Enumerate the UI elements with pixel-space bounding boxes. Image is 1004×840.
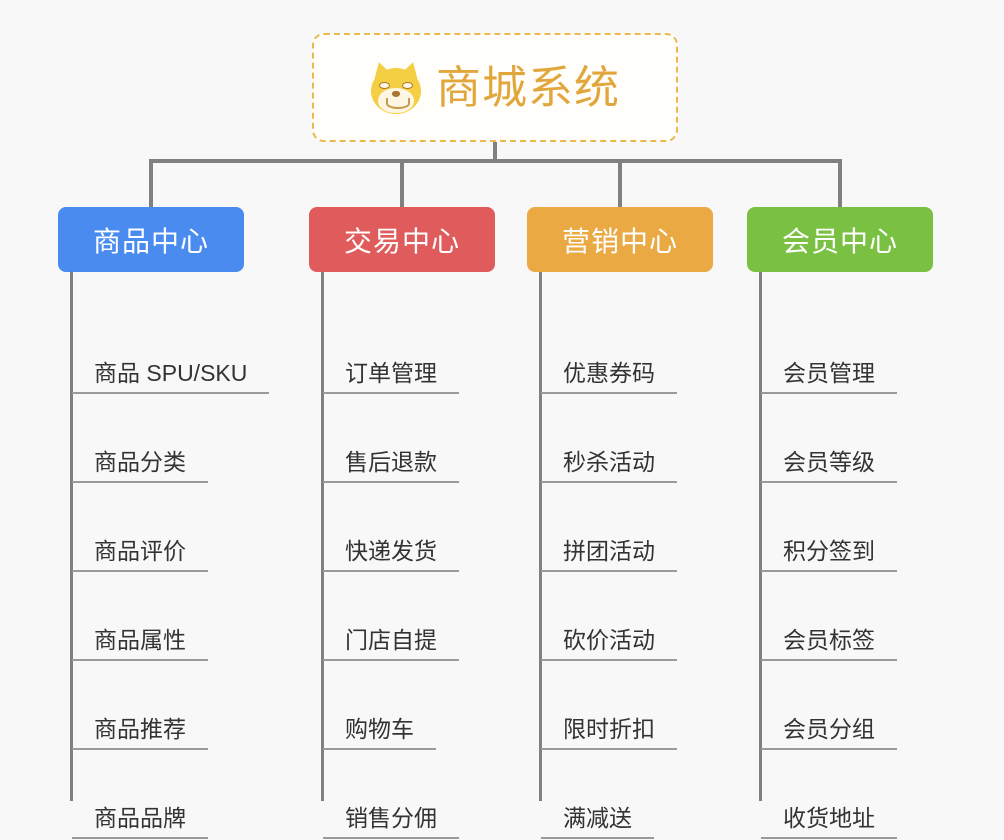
leaf-label: 会员标签 xyxy=(761,627,897,661)
branch-title-3: 营销中心 xyxy=(561,225,678,257)
branch-header-3[interactable]: 营销中心 xyxy=(527,207,713,272)
leaf-item[interactable]: 商品推荐 xyxy=(72,661,244,750)
leaf-label: 拼团活动 xyxy=(541,538,677,572)
leaf-item[interactable]: 会员管理 xyxy=(761,305,933,394)
leaf-label: 限时折扣 xyxy=(541,716,677,750)
leaf-label: 销售分佣 xyxy=(323,805,459,839)
leaf-label: 快递发货 xyxy=(323,538,459,572)
leaf-item[interactable]: 秒杀活动 xyxy=(541,394,713,483)
leaf-label: 会员管理 xyxy=(761,360,897,394)
leaf-label: 订单管理 xyxy=(323,360,459,394)
branch-items-1: 商品 SPU/SKU 商品分类 商品评价 商品属性 商品推荐 商品品牌 xyxy=(58,305,270,839)
leaf-label: 购物车 xyxy=(323,716,436,750)
leaf-label: 商品 SPU/SKU xyxy=(72,360,270,394)
branch-column-1: 商品中心 商品 SPU/SKU 商品分类 商品评价 商品属性 商品推荐 商品品牌 xyxy=(58,207,270,839)
leaf-item[interactable]: 限时折扣 xyxy=(541,661,713,750)
leaf-label: 商品评价 xyxy=(72,538,208,572)
leaf-label: 门店自提 xyxy=(323,627,459,661)
leaf-item[interactable]: 商品 SPU/SKU xyxy=(72,305,270,394)
leaf-item[interactable]: 商品评价 xyxy=(72,483,244,572)
branch-header-2[interactable]: 交易中心 xyxy=(309,207,495,272)
connector-drop-4 xyxy=(838,159,842,209)
leaf-label: 会员等级 xyxy=(761,449,897,483)
branch-title-1: 商品中心 xyxy=(92,225,209,257)
leaf-item[interactable]: 商品分类 xyxy=(72,394,244,483)
leaf-label: 商品推荐 xyxy=(72,716,208,750)
leaf-item[interactable]: 销售分佣 xyxy=(323,750,495,839)
leaf-item[interactable]: 会员分组 xyxy=(761,661,933,750)
connector-drop-2 xyxy=(400,159,404,209)
leaf-item[interactable]: 商品属性 xyxy=(72,572,244,661)
connector-root-stem xyxy=(493,142,497,163)
branch-items-3: 优惠券码 秒杀活动 拼团活动 砍价活动 限时折扣 满减送 xyxy=(527,305,713,839)
connector-horizontal-bus xyxy=(150,159,842,163)
branch-stem-2 xyxy=(321,272,324,801)
leaf-item[interactable]: 收货地址 xyxy=(761,750,933,839)
leaf-label: 商品品牌 xyxy=(72,805,208,839)
branch-column-4: 会员中心 会员管理 会员等级 积分签到 会员标签 会员分组 收货地址 xyxy=(747,207,933,839)
leaf-item[interactable]: 拼团活动 xyxy=(541,483,713,572)
leaf-item[interactable]: 满减送 xyxy=(541,750,713,839)
leaf-label: 秒杀活动 xyxy=(541,449,677,483)
leaf-label: 积分签到 xyxy=(761,538,897,572)
leaf-item[interactable]: 快递发货 xyxy=(323,483,495,572)
root-title: 商城系统 xyxy=(435,62,620,113)
leaf-item[interactable]: 会员等级 xyxy=(761,394,933,483)
branch-stem-4 xyxy=(759,272,762,801)
branch-items-2: 订单管理 售后退款 快递发货 门店自提 购物车 销售分佣 xyxy=(309,305,495,839)
branch-column-2: 交易中心 订单管理 售后退款 快递发货 门店自提 购物车 销售分佣 xyxy=(309,207,495,839)
branch-column-3: 营销中心 优惠券码 秒杀活动 拼团活动 砍价活动 限时折扣 满减送 xyxy=(527,207,713,839)
leaf-label: 砍价活动 xyxy=(541,627,677,661)
branch-stem-3 xyxy=(539,272,542,801)
branch-stem-1 xyxy=(70,272,73,801)
shiba-dog-icon xyxy=(370,59,422,114)
leaf-label: 优惠券码 xyxy=(541,360,677,394)
leaf-label: 会员分组 xyxy=(761,716,897,750)
branch-header-1[interactable]: 商品中心 xyxy=(58,207,244,272)
leaf-item[interactable]: 优惠券码 xyxy=(541,305,713,394)
leaf-item[interactable]: 门店自提 xyxy=(323,572,495,661)
branch-title-2: 交易中心 xyxy=(343,225,460,257)
branch-title-4: 会员中心 xyxy=(781,225,898,257)
leaf-item[interactable]: 购物车 xyxy=(323,661,495,750)
leaf-item[interactable]: 订单管理 xyxy=(323,305,495,394)
leaf-item[interactable]: 售后退款 xyxy=(323,394,495,483)
leaf-label: 商品属性 xyxy=(72,627,208,661)
branch-header-4[interactable]: 会员中心 xyxy=(747,207,933,272)
leaf-label: 售后退款 xyxy=(323,449,459,483)
leaf-label: 收货地址 xyxy=(761,805,897,839)
connector-drop-1 xyxy=(149,159,153,209)
root-node[interactable]: 商城系统 xyxy=(312,33,678,142)
leaf-item[interactable]: 商品品牌 xyxy=(72,750,244,839)
leaf-label: 商品分类 xyxy=(72,449,208,483)
connector-drop-3 xyxy=(618,159,622,209)
leaf-item[interactable]: 砍价活动 xyxy=(541,572,713,661)
branch-items-4: 会员管理 会员等级 积分签到 会员标签 会员分组 收货地址 xyxy=(747,305,933,839)
leaf-item[interactable]: 积分签到 xyxy=(761,483,933,572)
leaf-label: 满减送 xyxy=(541,805,654,839)
leaf-item[interactable]: 会员标签 xyxy=(761,572,933,661)
